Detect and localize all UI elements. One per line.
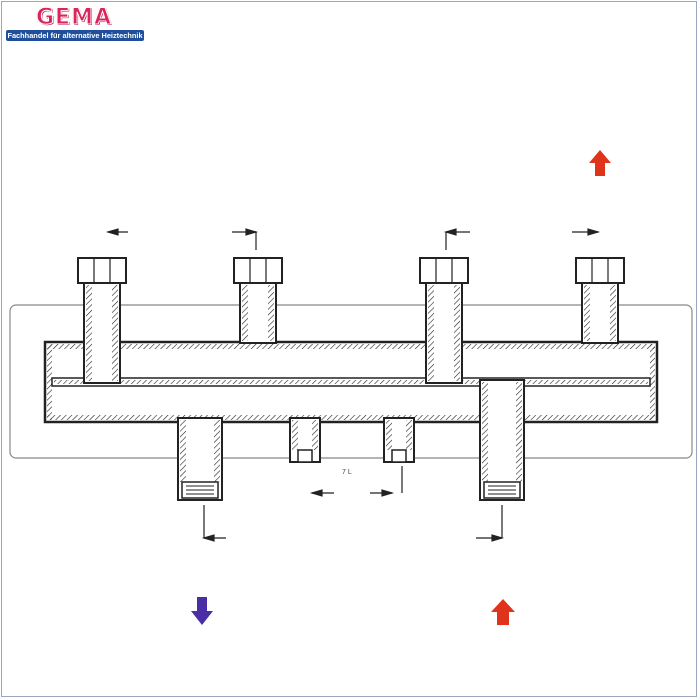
flow-arrow-supply-top-right <box>589 150 611 176</box>
section-markers-bottom <box>201 466 505 542</box>
top-connector-4 <box>575 257 625 344</box>
dimension-annotation: 7 L <box>342 469 352 476</box>
flow-arrow-supply-bottom-right <box>491 599 515 625</box>
arrow-up-icon <box>589 150 611 176</box>
manifold-body <box>43 340 659 424</box>
sensor-socket-right <box>383 417 415 463</box>
top-connector-3 <box>419 257 469 384</box>
top-connector-2 <box>233 257 283 344</box>
top-connector-1 <box>77 257 127 384</box>
section-markers-top <box>105 228 601 250</box>
logo-tagline: Fachhandel für alternative Heiztechnik <box>6 30 144 41</box>
arrow-down-icon <box>191 597 213 625</box>
sensor-socket-left <box>289 417 321 463</box>
bottom-connector-right <box>479 379 525 501</box>
gema-logo: GEMA Fachhandel für alternative Heiztech… <box>6 5 146 42</box>
bottom-connector-left <box>177 417 223 501</box>
housing-outline <box>9 304 693 459</box>
arrow-up-icon <box>491 599 515 625</box>
flow-arrow-return-bottom-left <box>191 597 213 625</box>
logo-wordmark: GEMA <box>35 5 113 30</box>
